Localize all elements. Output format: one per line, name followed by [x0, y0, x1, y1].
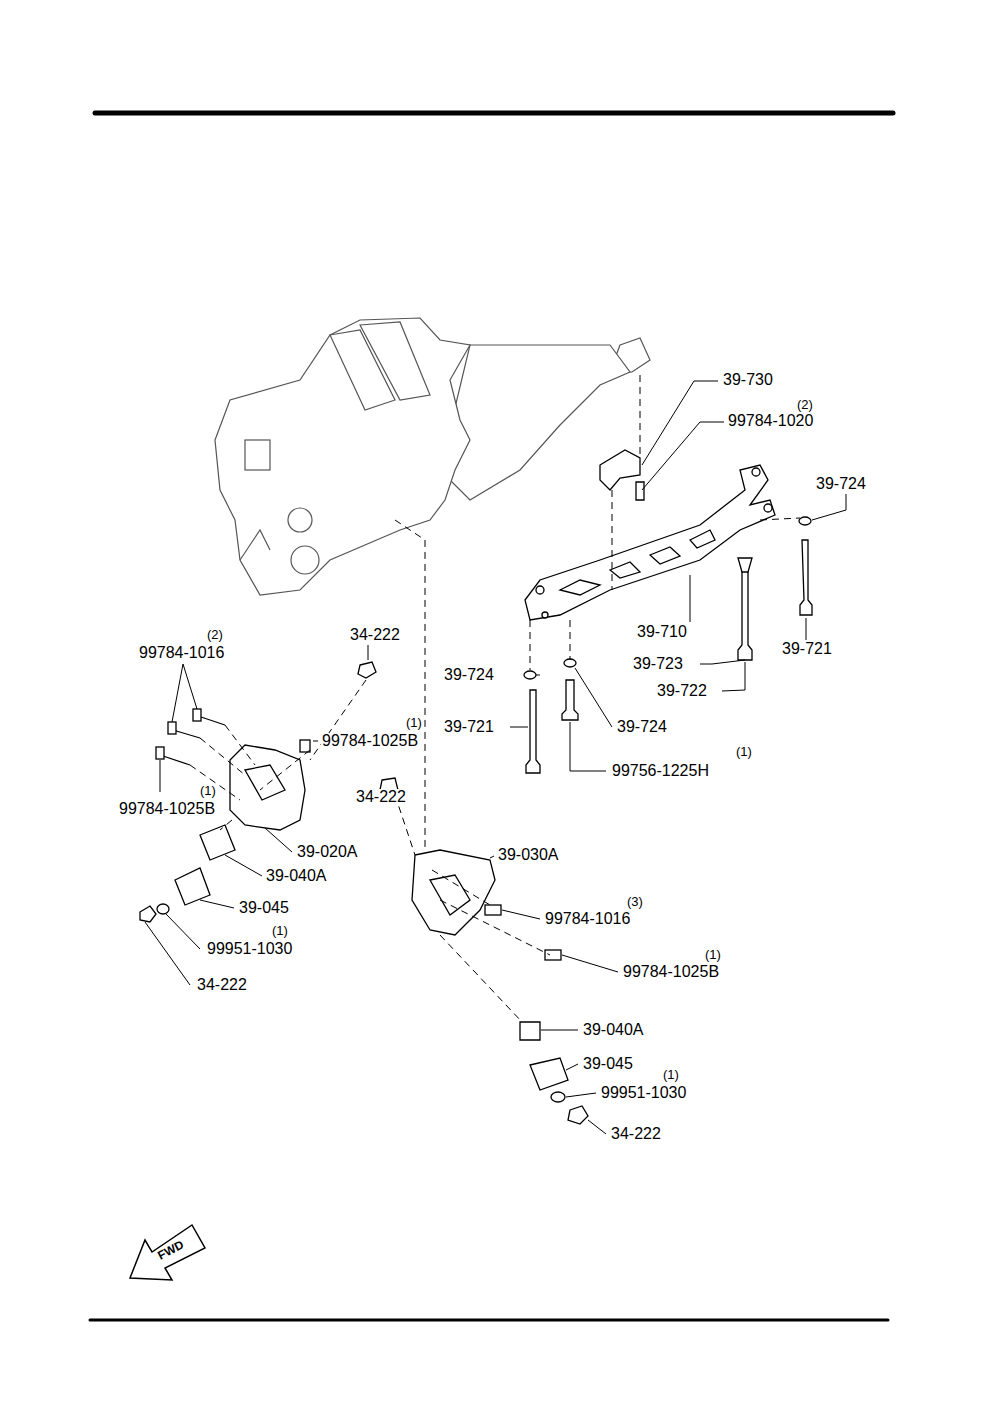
part-number-label: 39-040A	[582, 1022, 645, 1038]
part-number-label: 39-710	[636, 624, 688, 640]
part-number-label: 39-030A	[497, 847, 560, 863]
part-number-label: 39-724	[443, 667, 495, 683]
part-number-label: (1)	[271, 924, 289, 937]
part-number-label: (1)	[405, 716, 423, 729]
part-number-label: (1)	[199, 784, 217, 797]
part-number-label: 34-222	[349, 627, 401, 643]
part-number-label: 39-721	[443, 719, 495, 735]
part-number-label: 99784-1016	[138, 645, 225, 661]
part-number-label: 99951-1030	[600, 1085, 687, 1101]
part-number-label: 99756-1225H	[611, 763, 710, 779]
part-number-label: 39-724	[815, 476, 867, 492]
part-number-label: 39-730	[722, 372, 774, 388]
part-number-label: 99784-1025B	[622, 964, 720, 980]
part-number-label: 99784-1025B	[321, 733, 419, 749]
part-number-label: 34-222	[610, 1126, 662, 1142]
part-number-label: (1)	[704, 948, 722, 961]
part-number-label: 39-020A	[296, 844, 359, 860]
part-number-label: 39-040A	[265, 868, 328, 884]
part-number-label: 99784-1025B	[118, 801, 216, 817]
part-number-label: 39-722	[656, 683, 708, 699]
part-number-label: 99784-1020	[727, 413, 814, 429]
part-number-label: (2)	[796, 398, 814, 411]
part-number-label: (1)	[662, 1068, 680, 1081]
part-number-label: (3)	[626, 895, 644, 908]
part-number-label: 39-045	[582, 1056, 634, 1072]
part-number-label: (2)	[206, 628, 224, 641]
part-number-label: 39-724	[616, 719, 668, 735]
part-number-label: 39-721	[781, 641, 833, 657]
part-number-label: (1)	[735, 745, 753, 758]
part-number-label: 34-222	[355, 789, 407, 805]
part-number-label: 39-723	[632, 656, 684, 672]
part-number-label: 39-045	[238, 900, 290, 916]
part-number-label: 34-222	[196, 977, 248, 993]
part-number-label: 99784-1016	[544, 911, 631, 927]
part-number-label: 99951-1030	[206, 941, 293, 957]
